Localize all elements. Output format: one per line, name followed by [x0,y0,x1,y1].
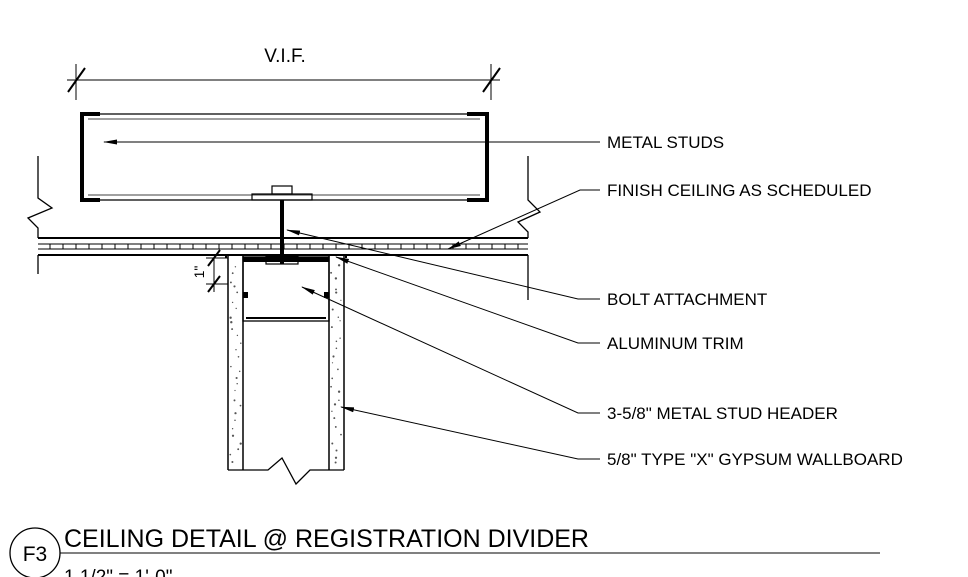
bolt-attachment-shape [251,185,313,265]
vif-dimension: V.I.F. [67,46,501,100]
callout-bolt-attachment: BOLT ATTACHMENT [607,290,767,309]
callout-stud-header: 3-5/8" METAL STUD HEADER [607,404,838,423]
title-block: F3 CEILING DETAIL @ REGISTRATION DIVIDER… [9,525,880,577]
reveal-dimension: 1" [191,249,228,293]
detail-tag: F3 [23,543,48,566]
detail-title: CEILING DETAIL @ REGISTRATION DIVIDER [64,525,589,553]
metal-studs-shape [80,112,489,202]
aluminum-trim-shape [225,254,347,258]
callout-finish-ceiling: FINISH CEILING AS SCHEDULED [607,181,872,200]
leader-lines [103,139,600,460]
callout-labels: METAL STUDS FINISH CEILING AS SCHEDULED … [607,133,903,469]
stud-header-shape [242,256,330,322]
callout-gypsum-wallboard: 5/8" TYPE "X" GYPSUM WALLBOARD [607,450,903,469]
gypsum-wall-shape [227,256,345,486]
vif-label: V.I.F. [264,46,306,67]
callout-metal-studs: METAL STUDS [607,133,724,152]
wall-break-lines [26,156,542,300]
callout-aluminum-trim: ALUMINUM TRIM [607,334,744,353]
detail-scale: 1 1/2" = 1'-0" [64,567,173,577]
reveal-label: 1" [191,266,207,279]
